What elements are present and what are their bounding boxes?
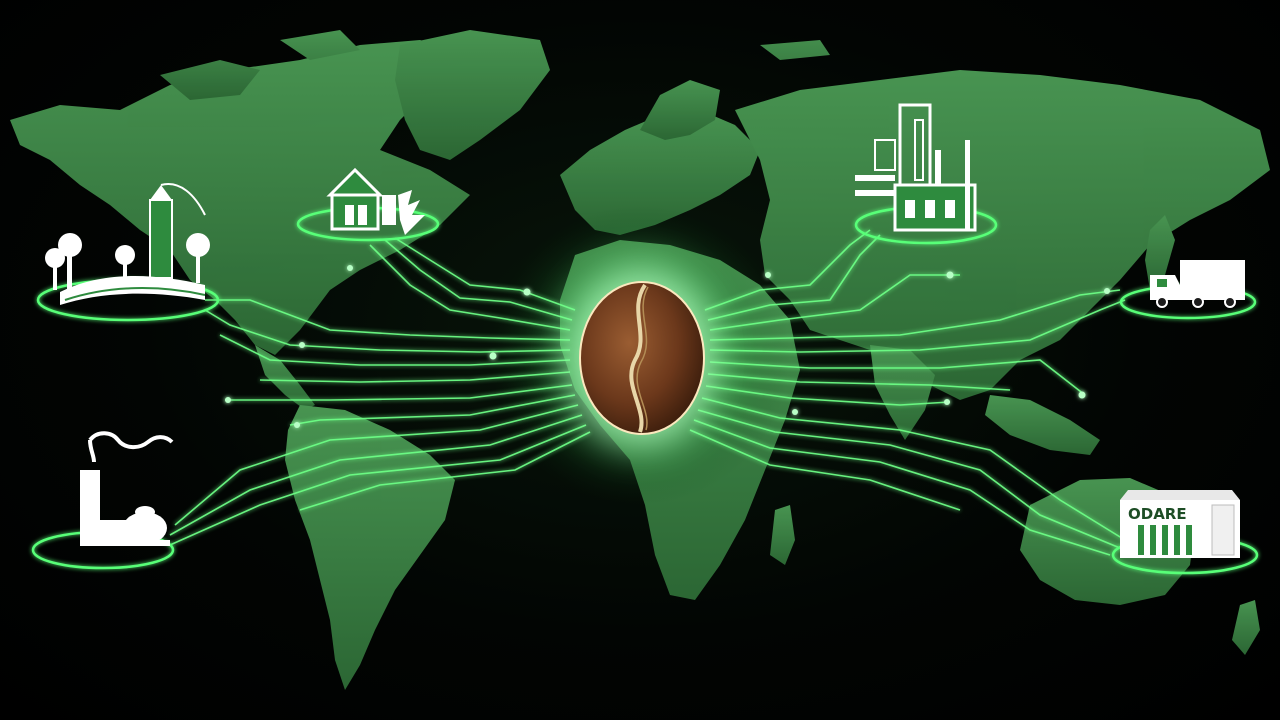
central-america [255, 345, 315, 410]
line-nodes [225, 265, 1110, 428]
connection-lines [169, 229, 1126, 556]
scandinavia [640, 80, 720, 140]
asia [735, 70, 1270, 400]
greenland [395, 30, 550, 160]
roaster-icon [80, 431, 174, 546]
factory-icon [855, 103, 977, 232]
south-america [285, 405, 455, 690]
store-sign: ODARE [1128, 505, 1187, 523]
store-icon: ODARE [1120, 490, 1240, 558]
north-america [10, 40, 470, 355]
truck-icon [1150, 260, 1245, 308]
house-icon [326, 167, 425, 235]
coffee-bean-icon [576, 278, 708, 438]
arctic-islands [160, 30, 830, 100]
southeast-asia [985, 395, 1100, 455]
japan [1145, 215, 1175, 290]
new-zealand [1232, 600, 1260, 655]
farm-icon [45, 183, 210, 305]
europe [560, 110, 760, 235]
madagascar [770, 505, 795, 565]
